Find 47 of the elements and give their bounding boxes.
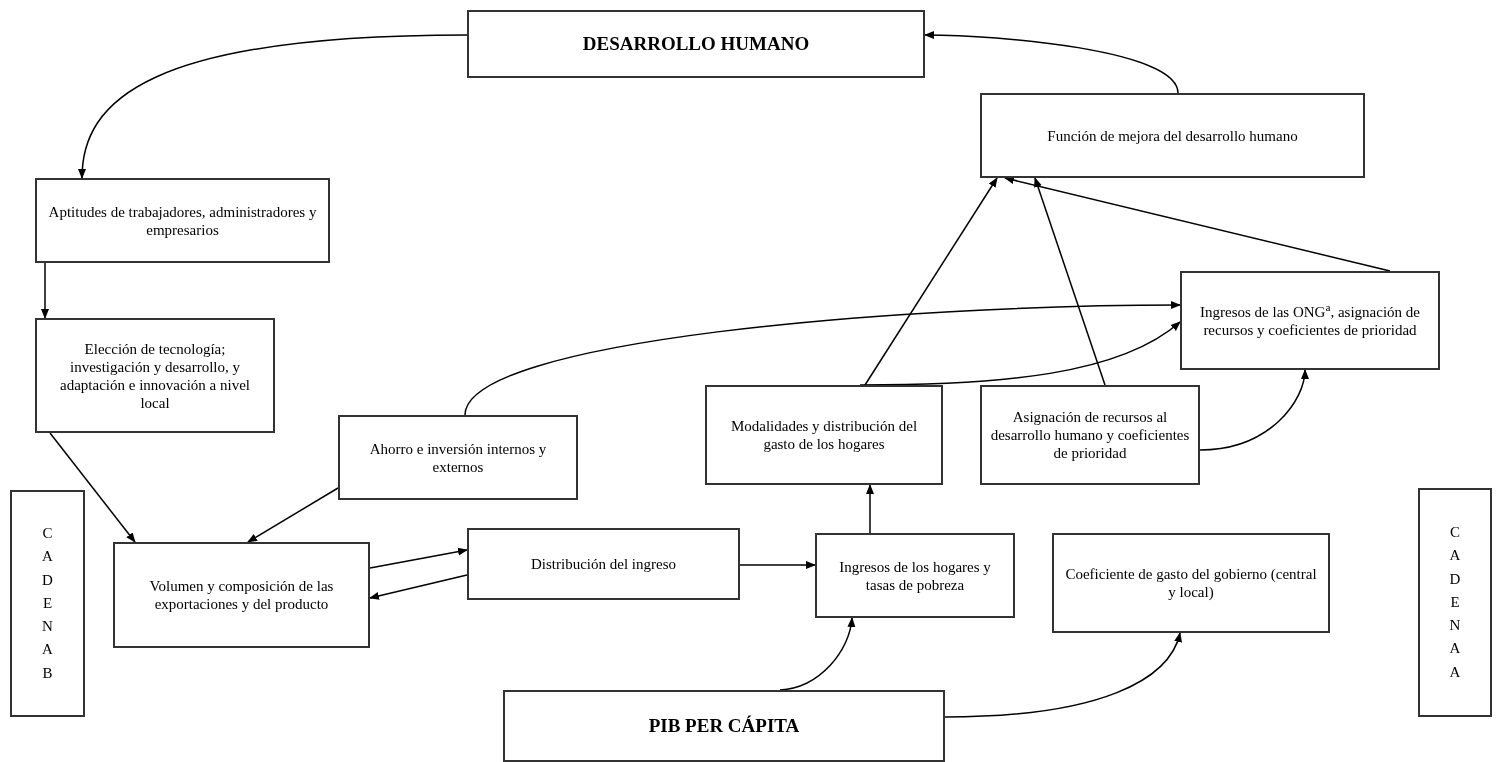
arrow (779, 617, 855, 691)
box-text: Ingresos de las ONG$^{a}$, asignación de recursos y coeficientes de prioridad (1199, 302, 1421, 339)
process-box (35, 318, 275, 433)
box-text: Función de mejora del desarrollo humano (1047, 126, 1298, 145)
box-text: Modalidades y distribución del gasto de los hogares (729, 417, 919, 453)
arrow (1034, 177, 1106, 386)
arrow (739, 561, 816, 569)
box-text: Coeficiente de gasto del gobierno (central y local) (1064, 565, 1318, 601)
box-text: Distribución del ingreso (531, 555, 676, 573)
arrow (78, 34, 468, 179)
process-box (113, 542, 370, 648)
arrow (866, 484, 874, 534)
chain-label-box (10, 490, 85, 717)
box-text: Volumen y composición de las exportaciones y del producto (148, 577, 335, 613)
arrow (41, 262, 49, 319)
process-box (1052, 533, 1330, 633)
box-text: Ingresos de los hogares y tasas de pobreza (838, 557, 992, 594)
arrow (864, 177, 998, 386)
process-box (467, 10, 925, 78)
arrow (464, 301, 1181, 416)
process-box (503, 690, 945, 762)
box-text: Ahorro e inversión internos y externos (368, 439, 548, 476)
box-title: PIB PER CÁPITA (648, 714, 800, 738)
process-box (980, 93, 1365, 178)
chain-label-box (1418, 488, 1492, 717)
box-text: Asignación de recursos al desarrollo humano y coeficientes de prioridad (990, 408, 1190, 462)
process-box (815, 533, 1015, 618)
arrow (49, 432, 136, 543)
arrow (369, 574, 468, 600)
arrow (1199, 369, 1309, 451)
arrow (924, 31, 1179, 94)
process-box (980, 385, 1200, 485)
chain-label: CADENA A (1448, 523, 1462, 682)
chain-label: CADENA B (41, 524, 54, 683)
arrow (1004, 176, 1391, 272)
box-title: DESARROLLO HUMANO (582, 32, 810, 56)
process-box (1180, 271, 1440, 370)
arrow (859, 321, 1181, 386)
box-text: Aptitudes de trabajadores, administradores y empresarios (47, 202, 318, 239)
process-box (705, 385, 943, 485)
arrow (247, 487, 339, 543)
box-text: Elección de tecnología; investigación y desarrollo, y adaptación e innovación a nivel local (59, 339, 251, 412)
process-box (467, 528, 740, 600)
process-box (35, 178, 330, 263)
arrow (944, 632, 1181, 718)
process-box (338, 415, 578, 500)
arrow (369, 547, 468, 569)
